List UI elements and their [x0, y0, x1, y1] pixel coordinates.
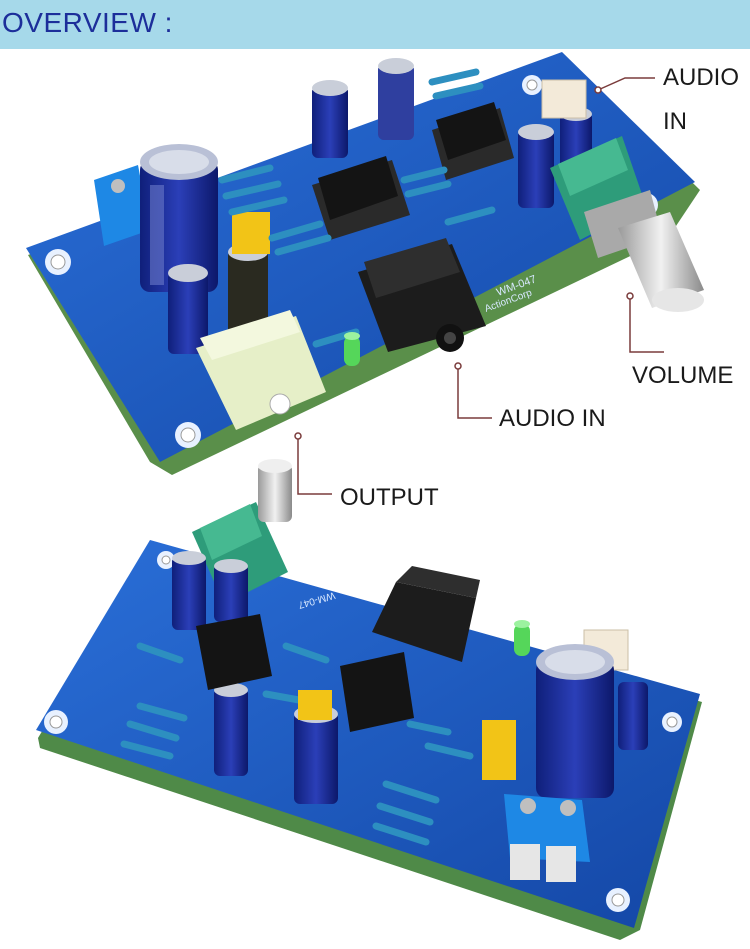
page-title: OVERVIEW : — [2, 7, 173, 38]
bottom-led — [514, 620, 530, 656]
top-resistors — [218, 68, 496, 348]
callout-audio-in-top-line1: AUDIO — [663, 64, 740, 91]
top-volume-pot — [550, 136, 704, 312]
callout-line-audio-in-top — [597, 77, 655, 91]
callout-audio-in-top-line2: IN — [663, 108, 687, 135]
top-large-capacitor — [140, 144, 218, 292]
top-op-amp-chips — [312, 102, 514, 240]
bottom-mounting-holes — [44, 551, 682, 912]
header-banner: OVERVIEW : — [0, 0, 750, 49]
bottom-large-capacitor — [536, 644, 648, 798]
callout-line-output — [297, 436, 332, 495]
callout-line-volume — [629, 296, 664, 353]
top-terminal-block — [94, 165, 150, 246]
bottom-film-capacitor — [482, 720, 516, 780]
top-board: WM-047 ActionCorp — [26, 52, 704, 475]
callout-audio-in-jack: AUDIO IN — [499, 405, 606, 432]
top-led — [344, 332, 360, 366]
top-input-header — [541, 79, 587, 119]
bottom-audio-jack — [372, 566, 480, 662]
product-photo: WM-047 ActionCorp — [26, 52, 704, 940]
top-output-connector — [196, 310, 326, 430]
bottom-terminal-block — [504, 794, 590, 882]
callout-output: OUTPUT — [340, 484, 439, 511]
callout-line-audio-in-jack — [457, 366, 492, 419]
top-film-capacitor — [232, 212, 270, 254]
callout-volume: VOLUME — [632, 362, 734, 389]
bottom-op-amp-chips — [196, 614, 414, 732]
bottom-board: WM-047 — [36, 459, 702, 940]
top-audio-jack — [358, 238, 486, 352]
callout-lines — [294, 77, 664, 495]
